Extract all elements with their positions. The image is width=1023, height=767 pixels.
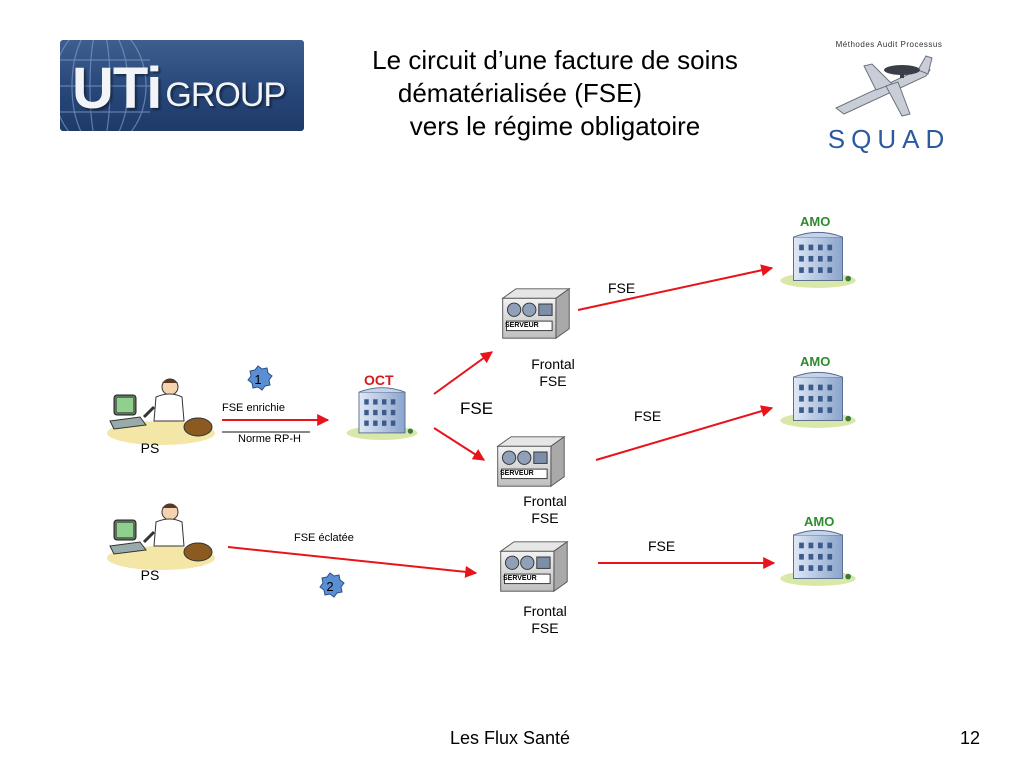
step-1-label: 1 [254,372,262,387]
squad-caption: Méthodes Audit Processus [835,40,943,49]
frontal-top-line-1: Frontal [531,356,575,372]
amo-middle-building-icon [779,371,857,428]
step-2-badge [319,572,345,598]
oct-building-icon [345,387,419,440]
frontal-bottom-line-2: FSE [531,620,559,636]
server-bottom-icon [500,541,568,592]
norme-rph-label: Norme RP-H [238,433,301,445]
amo-top-label: AMO [800,214,831,229]
amo-bottom-building-icon [779,529,857,586]
ps-top-icon [106,377,216,447]
serveur-middle-label: SERVEUR [500,470,534,477]
fse-eclatee-label: FSE éclatée [294,532,354,544]
fse-center-label: FSE [460,399,494,418]
serveur-bottom-label: SERVEUR [503,575,537,582]
squad-wordmark: SQUAD [827,124,951,154]
fse-enrichie-label: FSE enrichie [222,402,285,414]
server-top-icon [502,288,570,339]
uti-logo-main: UTi [72,56,162,121]
server-middle-icon [497,436,565,487]
arrow-oct-to-frontal-middle [433,427,486,461]
uti-logo-suffix: GROUP [165,76,286,114]
arrow-ps-to-frontal-bottom [227,546,478,578]
step-1-badge [247,365,273,391]
slide-title: Le circuit d’une facture de soins dématé… [300,44,810,143]
page-number: 12 [959,728,980,748]
uti-group-logo: UTi GROUP [60,40,304,131]
title-line-1: Le circuit d’une facture de soins [372,45,738,75]
airplane-icon [835,55,933,117]
fse-to-amo-middle-label: FSE [634,408,662,424]
arrow-oct-to-frontal-top [433,351,493,395]
frontal-bottom-label: Frontal FSE [512,603,578,637]
arrow-frontal-top-to-amo [577,264,774,311]
squad-logo: Méthodes Audit Processus SQUAD [826,36,952,156]
oct-label: OCT [364,372,394,388]
frontal-bottom-line-1: Frontal [523,603,567,619]
frontal-top-line-2: FSE [539,373,567,389]
frontal-middle-line-2: FSE [531,510,559,526]
amo-bottom-label: AMO [804,514,835,529]
amo-middle-label: AMO [800,354,831,369]
frontal-middle-label: Frontal FSE [512,493,578,527]
amo-top-building-icon [779,231,857,288]
ps-bottom-icon [106,502,216,572]
step-2-label: 2 [326,579,334,594]
fse-to-amo-bottom-label: FSE [648,538,676,554]
frontal-middle-line-1: Frontal [523,493,567,509]
globe-graphic [60,40,150,131]
fse-to-amo-top-label: FSE [608,280,636,296]
arrow-frontal-middle-to-amo [595,405,774,461]
title-line-3: vers le régime obligatoire [409,111,701,141]
ps-bottom-label: PS [140,567,160,583]
serveur-top-label: SERVEUR [505,322,539,329]
title-line-2: dématérialisée (FSE) [397,78,643,108]
frontal-top-label: Frontal FSE [520,356,586,390]
ps-top-label: PS [140,440,160,456]
footer-title: Les Flux Santé [449,728,571,748]
